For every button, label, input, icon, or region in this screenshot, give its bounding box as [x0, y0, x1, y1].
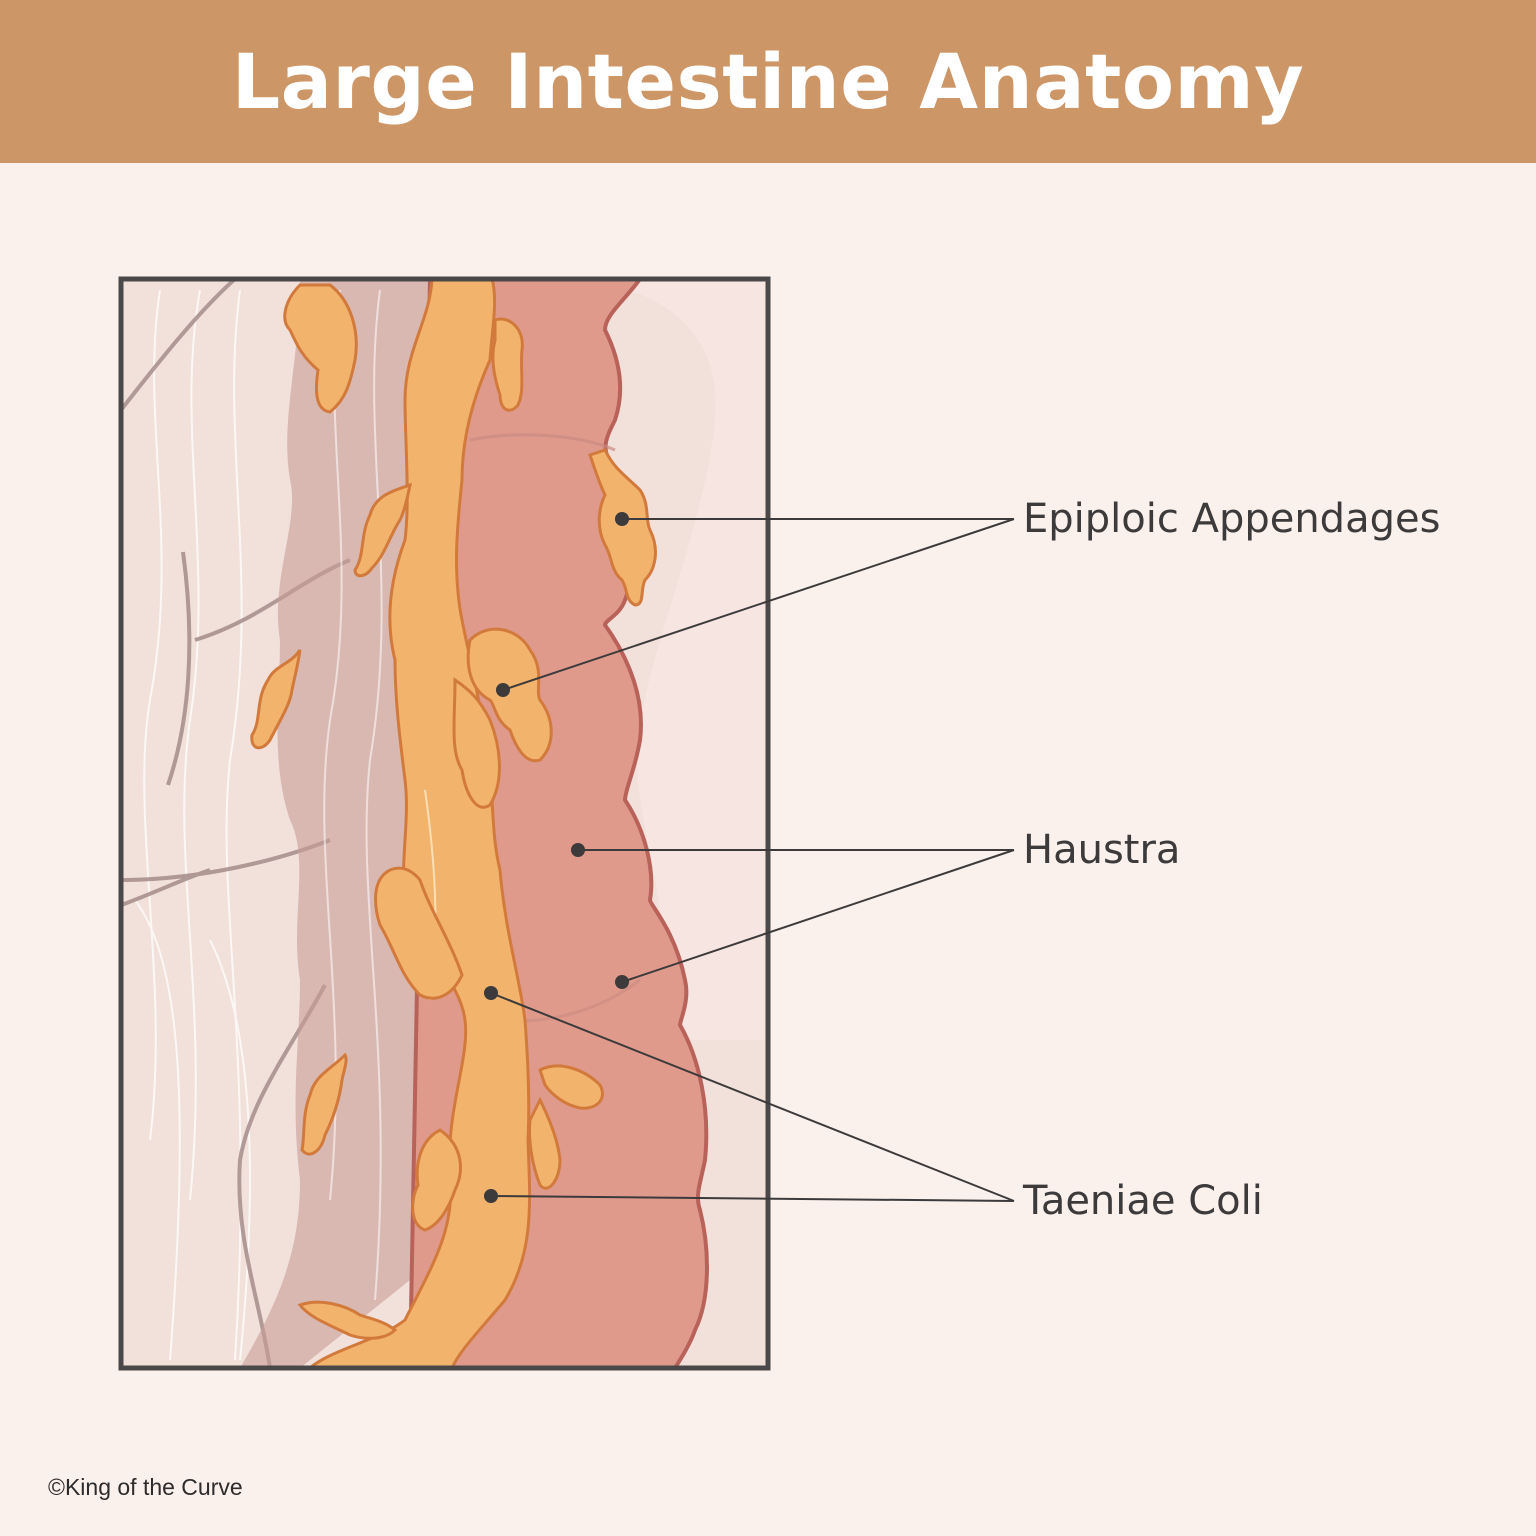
epiploic-appendage: [283, 283, 358, 414]
epiploic-appendage: [374, 866, 464, 1000]
epiploic-appendage: [588, 448, 657, 607]
epiploic-appendage: [297, 1300, 398, 1340]
leader-line-taeniae-2: [490, 1195, 1015, 1202]
epiploic-appendage: [538, 1064, 604, 1110]
title-banner: Large Intestine Anatomy: [0, 0, 1536, 163]
epiploic-appendage-group: [250, 283, 657, 1340]
tissue-fibers: [134, 289, 251, 1361]
illustration-frame: [118, 276, 771, 1371]
label-taeniae-coli: Taeniae Coli: [1023, 1178, 1263, 1224]
epiploic-appendage: [452, 677, 501, 809]
label-haustra: Haustra: [1023, 827, 1181, 873]
copyright-notice: ©King of the Curve: [48, 1474, 243, 1500]
epiploic-appendage: [353, 482, 412, 578]
marker-dot: [484, 986, 498, 1000]
illustration-area: [121, 279, 768, 1368]
leader-dots: [484, 512, 629, 1203]
haustral-fold: [469, 433, 616, 452]
leader-line-epiploic-2: [502, 518, 1015, 691]
marker-dot: [615, 975, 629, 989]
epiploic-appendage: [466, 627, 553, 763]
epiploic-appendage: [300, 1052, 348, 1156]
epiploic-appendage: [411, 1128, 462, 1232]
marker-dot: [484, 1189, 498, 1203]
marker-dot: [615, 512, 629, 526]
label-epiploic-appendages: Epiploic Appendages: [1023, 496, 1441, 542]
epiploic-appendage: [528, 1096, 562, 1190]
epiploic-appendage: [250, 649, 302, 750]
marker-dot: [571, 843, 585, 857]
page-title: Large Intestine Anatomy: [231, 37, 1305, 126]
leader-lines: [490, 518, 1015, 1202]
leader-line-haustra-2: [621, 849, 1015, 983]
epiploic-appendage: [491, 317, 524, 412]
leader-line-taeniae-1: [490, 992, 1015, 1202]
marker-dot: [496, 683, 510, 697]
posterior-fibers: [323, 289, 383, 1301]
